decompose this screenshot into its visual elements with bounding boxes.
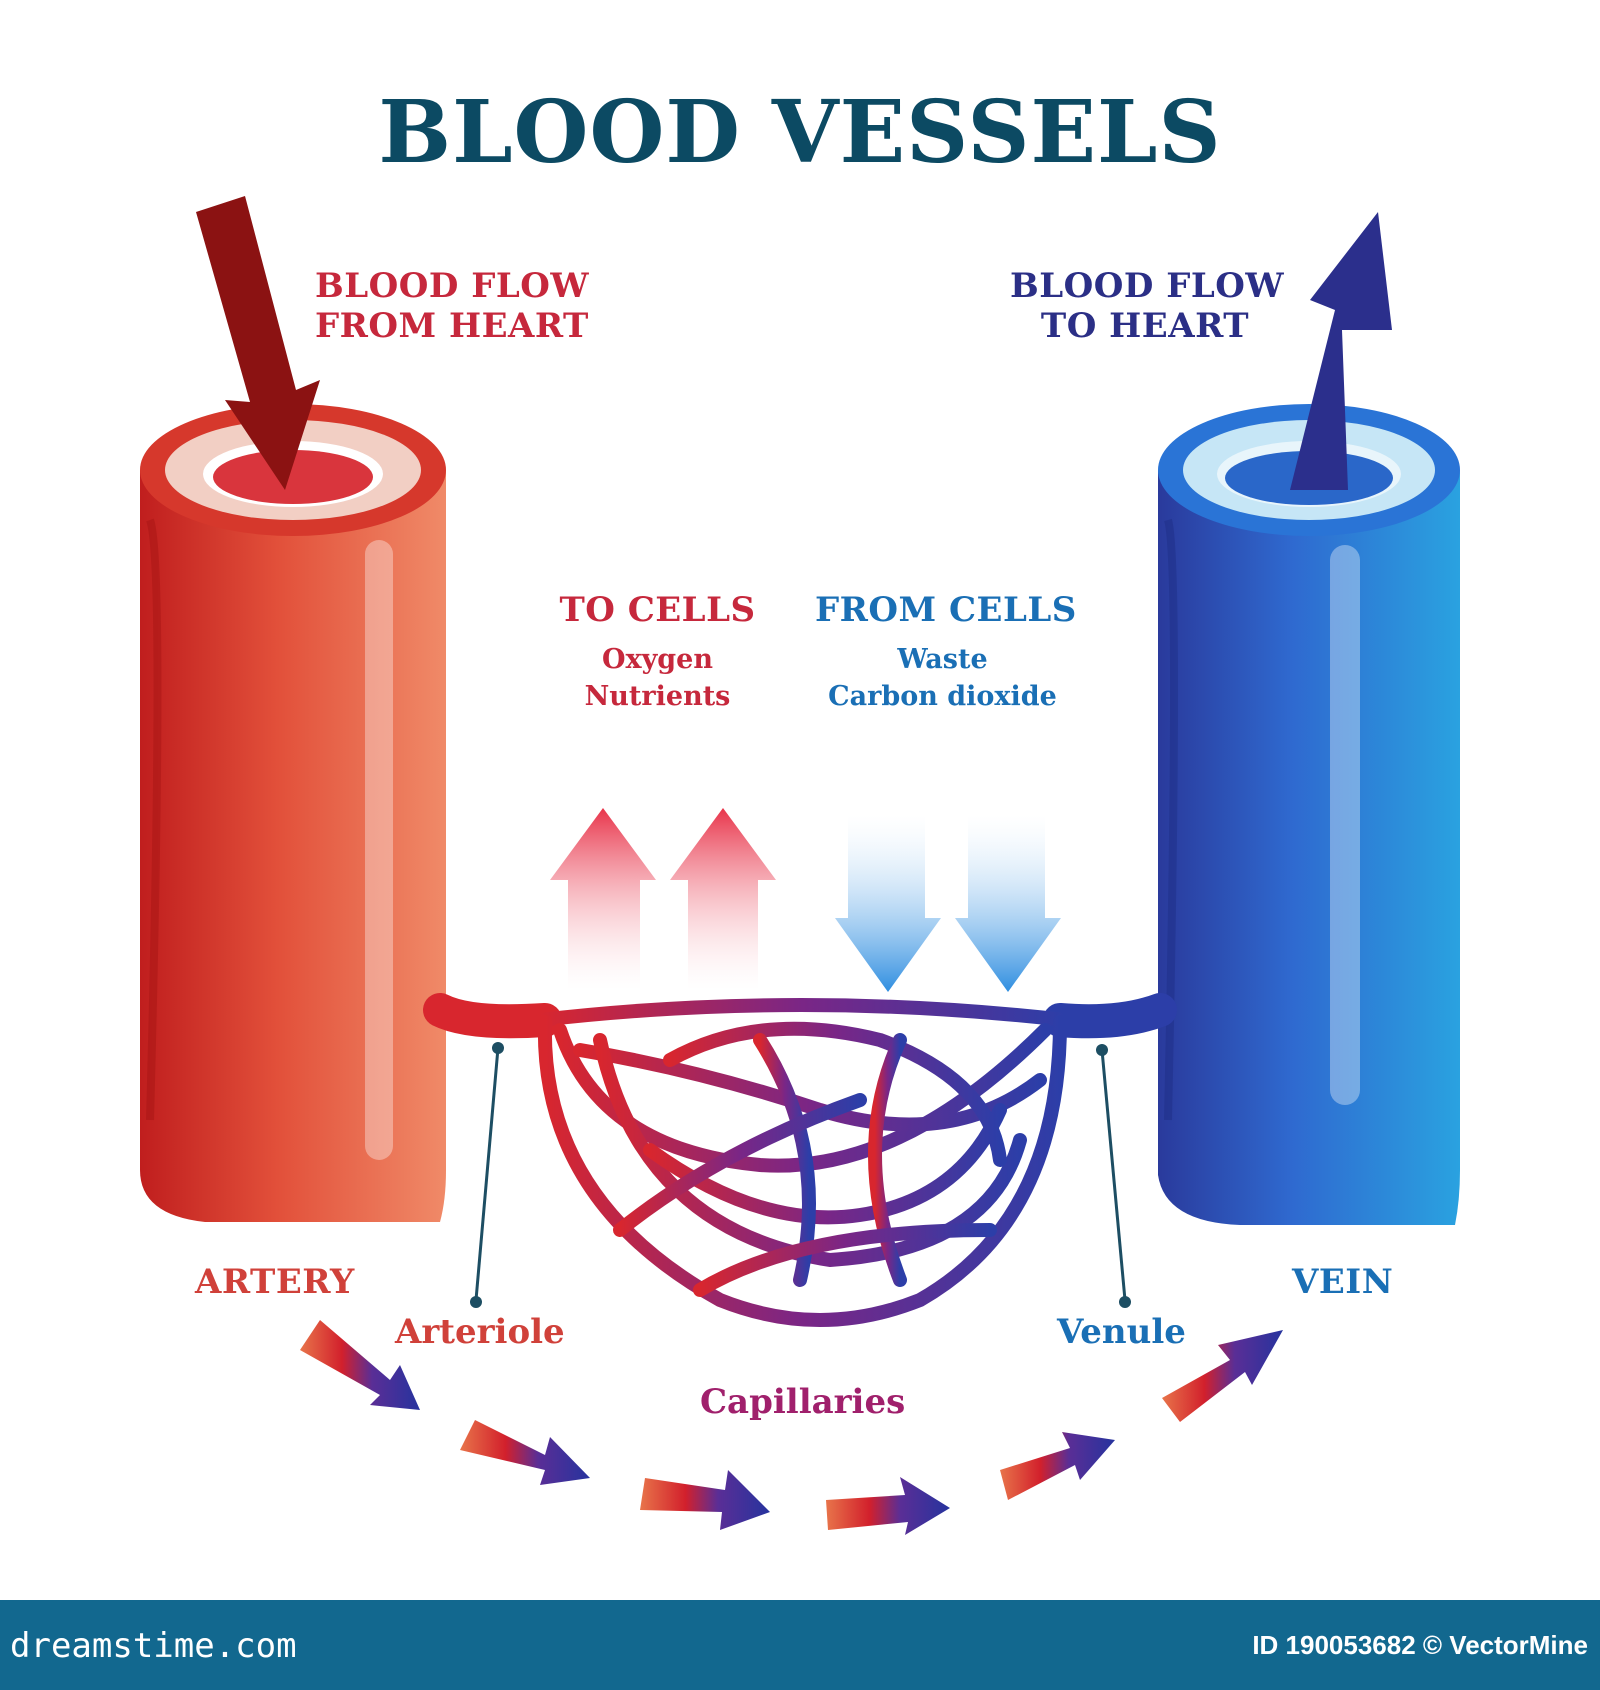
to-cells-nutrients: Nutrients	[584, 681, 731, 712]
diagram-graphics	[140, 196, 1460, 1535]
arteriole-label: Arteriole	[395, 1312, 565, 1352]
capillaries-label: Capillaries	[700, 1382, 906, 1422]
flow-from-heart-line1: BLOOD FLOW	[315, 266, 590, 306]
from-cells-waste: Waste	[897, 644, 988, 675]
flow-from-heart-label: BLOOD FLOW FROM HEART	[315, 266, 589, 346]
circulation-flow-arrows	[300, 1320, 1283, 1535]
artery-vessel	[140, 404, 446, 1222]
vein-label: VEIN	[1292, 1262, 1394, 1302]
flow-to-heart-line2: TO HEART	[1040, 306, 1250, 346]
flow-in-arrow	[196, 196, 320, 490]
flow-out-arrow	[1290, 212, 1392, 490]
from-cells-arrows	[835, 815, 1061, 992]
flow-to-heart-line1: BLOOD FLOW	[1010, 266, 1285, 306]
arteriole-pointer	[470, 1042, 504, 1308]
arteriole-vessel	[423, 993, 562, 1039]
footer-credit: ID 190053682 © VectorMine	[1252, 1630, 1588, 1660]
flow-to-heart-label: BLOOD FLOW TO HEART	[1010, 266, 1285, 346]
venule-pointer	[1096, 1044, 1131, 1308]
capillary-network	[533, 998, 1072, 1327]
artery-label: ARTERY	[195, 1262, 355, 1302]
venule-vessel	[1043, 993, 1177, 1039]
to-cells-arrows	[550, 808, 776, 990]
to-cells-heading: TO CELLS	[559, 590, 756, 630]
to-cells-oxygen: Oxygen	[602, 644, 713, 675]
page-title: BLOOD VESSELS	[378, 82, 1222, 183]
from-cells-carbon-dioxide: Carbon dioxide	[828, 681, 1057, 712]
vein-vessel	[1158, 404, 1460, 1225]
watermark-footer: dreamstime.com ID 190053682 © VectorMine	[0, 1600, 1600, 1690]
from-cells-label: FROM CELLS Waste Carbon dioxide	[815, 590, 1077, 712]
venule-label: Venule	[1057, 1312, 1186, 1352]
flow-from-heart-line2: FROM HEART	[315, 306, 589, 346]
from-cells-heading: FROM CELLS	[815, 590, 1077, 630]
footer-site: dreamstime.com	[10, 1626, 297, 1666]
to-cells-label: TO CELLS Oxygen Nutrients	[545, 590, 770, 712]
